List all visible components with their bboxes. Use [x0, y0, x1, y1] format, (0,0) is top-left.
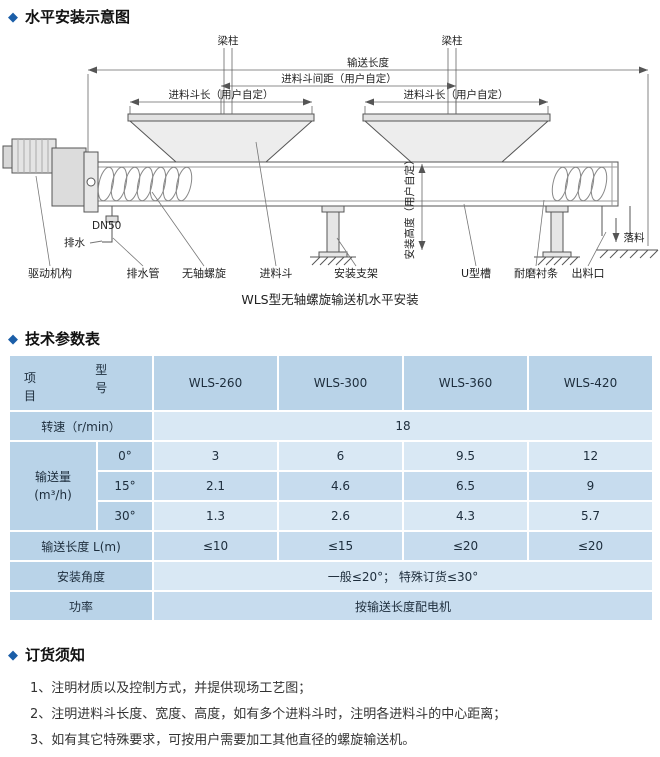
- row-label-speed: 转速（r/min）: [8, 410, 154, 442]
- angle-label: 15°: [96, 470, 154, 502]
- table-row-speed: 转速（r/min） 18: [8, 410, 654, 442]
- capacity-cell: 12: [527, 440, 654, 472]
- label-hopper: 进料斗: [260, 266, 293, 280]
- capacity-cell: 6.5: [402, 470, 529, 502]
- length-cell: ≤20: [527, 530, 654, 562]
- label-outlet: 出料口: [572, 266, 605, 280]
- section-title-text: 水平安装示意图: [25, 8, 131, 26]
- row-label-capacity: 输送量 (m³/h): [8, 440, 98, 532]
- diagram-labels: 梁柱 梁柱 输送长度 进料斗间距（用户自定） 进料斗长（用户自定） 进料斗长（用…: [64, 34, 645, 260]
- label-falling: 落料: [624, 231, 645, 244]
- label-bracket: 安装支架: [334, 266, 378, 280]
- speed-value: 18: [152, 410, 654, 442]
- capacity-cell: 9: [527, 470, 654, 502]
- label-shaftless-screw: 无轴螺旋: [182, 266, 226, 280]
- capacity-cell: 4.6: [277, 470, 404, 502]
- angle-value: 一般≤20°； 特殊订货≤30°: [152, 560, 654, 592]
- section-title-ordering: ◆ 订货须知: [8, 644, 660, 666]
- diagram-caption: WLS型无轴螺旋输送机水平安装: [241, 292, 418, 307]
- col-header-model-4: WLS-420: [527, 354, 654, 412]
- dimension-lines: [87, 48, 649, 250]
- label-wear-liner: 耐磨衬条: [514, 266, 558, 280]
- leader-lines: [35, 141, 607, 267]
- capacity-cell: 5.7: [527, 500, 654, 532]
- length-cell: ≤10: [152, 530, 279, 562]
- capacity-cell: 2.6: [277, 500, 404, 532]
- capacity-cell: 9.5: [402, 440, 529, 472]
- table-header-row: 型 号 项 目 WLS-260 WLS-300 WLS-360 WLS-420: [8, 354, 654, 412]
- u-trough-body: [87, 161, 619, 207]
- label-drive: 驱动机构: [28, 266, 72, 280]
- angle-label: 0°: [96, 440, 154, 472]
- label-dn50: DN50: [92, 220, 121, 232]
- section-title-text: 订货须知: [25, 646, 86, 664]
- section-title-text: 技术参数表: [25, 330, 101, 348]
- parameters-table: 型 号 项 目 WLS-260 WLS-300 WLS-360 WLS-420 …: [8, 354, 654, 622]
- label-beam-1: 梁柱: [218, 34, 239, 47]
- table-row-angle: 安装角度 一般≤20°； 特殊订货≤30°: [8, 560, 654, 592]
- corner-item-label: 项 目: [24, 371, 37, 403]
- label-hopper-length-1: 进料斗长（用户自定）: [169, 88, 274, 101]
- length-cell: ≤15: [277, 530, 404, 562]
- length-cell: ≤20: [402, 530, 529, 562]
- label-install-height: 安装高度（用户自定）: [403, 155, 416, 260]
- label-hopper-length-2: 进料斗长（用户自定）: [404, 88, 509, 101]
- label-hopper-spacing: 进料斗间距（用户自定）: [281, 72, 397, 85]
- ground-hatching: [310, 249, 659, 266]
- capacity-cell: 4.3: [402, 500, 529, 532]
- ordering-note-1: 1、注明材质以及控制方式，并提供现场工艺图；: [30, 681, 312, 696]
- label-beam-2: 梁柱: [442, 34, 463, 47]
- ordering-note-3: 3、如有其它特殊要求，可按用户需要加工其他直径的螺旋输送机。: [30, 733, 416, 748]
- section-title-installation: ◆ 水平安装示意图: [8, 6, 660, 28]
- part-labels: 驱动机构 排水管 无轴螺旋 进料斗 安装支架 U型槽 耐磨衬条 出料口: [28, 266, 605, 280]
- col-header-model-3: WLS-360: [402, 354, 529, 412]
- drive-unit: [2, 138, 99, 213]
- capacity-label: 输送量: [34, 470, 71, 484]
- angle-label: 30°: [96, 500, 154, 532]
- ordering-notes: 1、注明材质以及控制方式，并提供现场工艺图； 2、注明进料斗长度、宽度、高度，如…: [30, 676, 660, 754]
- shaftless-screw-coils: [97, 166, 608, 202]
- col-header-model-1: WLS-260: [152, 354, 279, 412]
- col-header-model-2: WLS-300: [277, 354, 404, 412]
- capacity-unit: (m³/h): [34, 488, 72, 502]
- installation-diagram: 梁柱 梁柱 输送长度 进料斗间距（用户自定） 进料斗长（用户自定） 进料斗长（用…: [2, 34, 659, 307]
- capacity-cell: 3: [152, 440, 279, 472]
- table-row-power: 功率 按输送长度配电机: [8, 590, 654, 622]
- section-title-parameters: ◆ 技术参数表: [8, 328, 660, 350]
- capacity-cell: 2.1: [152, 470, 279, 502]
- mounting-brackets: [318, 205, 572, 258]
- table-row-capacity-0: 输送量 (m³/h) 0° 3 6 9.5 12: [8, 440, 654, 532]
- drain-pipe-assembly: [89, 206, 119, 244]
- corner-model-label: 型 号: [95, 363, 108, 395]
- diamond-icon: ◆: [8, 9, 18, 25]
- label-drain: 排水: [64, 236, 85, 249]
- table-row-capacity-15: 15° 2.1 4.6 6.5 9: [9, 470, 654, 502]
- table-row-capacity-30: 30° 1.3 2.6 4.3 5.7: [9, 500, 654, 532]
- label-u-trough: U型槽: [461, 266, 491, 280]
- capacity-cell: 1.3: [152, 500, 279, 532]
- row-label-angle: 安装角度: [8, 560, 154, 592]
- row-label-length: 输送长度 L(m): [8, 530, 154, 562]
- power-value: 按输送长度配电机: [152, 590, 654, 622]
- feed-hoppers: [127, 113, 551, 163]
- ordering-note-2: 2、注明进料斗长度、宽度、高度，如有多个进料斗时，注明各进料斗的中心距离；: [30, 707, 507, 722]
- label-total-length: 输送长度: [347, 56, 389, 69]
- diamond-icon: ◆: [8, 647, 18, 663]
- label-drain-pipe: 排水管: [127, 266, 160, 280]
- row-label-power: 功率: [8, 590, 154, 622]
- table-row-length: 输送长度 L(m) ≤10 ≤15 ≤20 ≤20: [8, 530, 654, 562]
- corner-cell: 型 号 项 目: [8, 354, 154, 412]
- capacity-cell: 6: [277, 440, 404, 472]
- outlet-chute: [601, 206, 631, 242]
- diamond-icon: ◆: [8, 331, 18, 347]
